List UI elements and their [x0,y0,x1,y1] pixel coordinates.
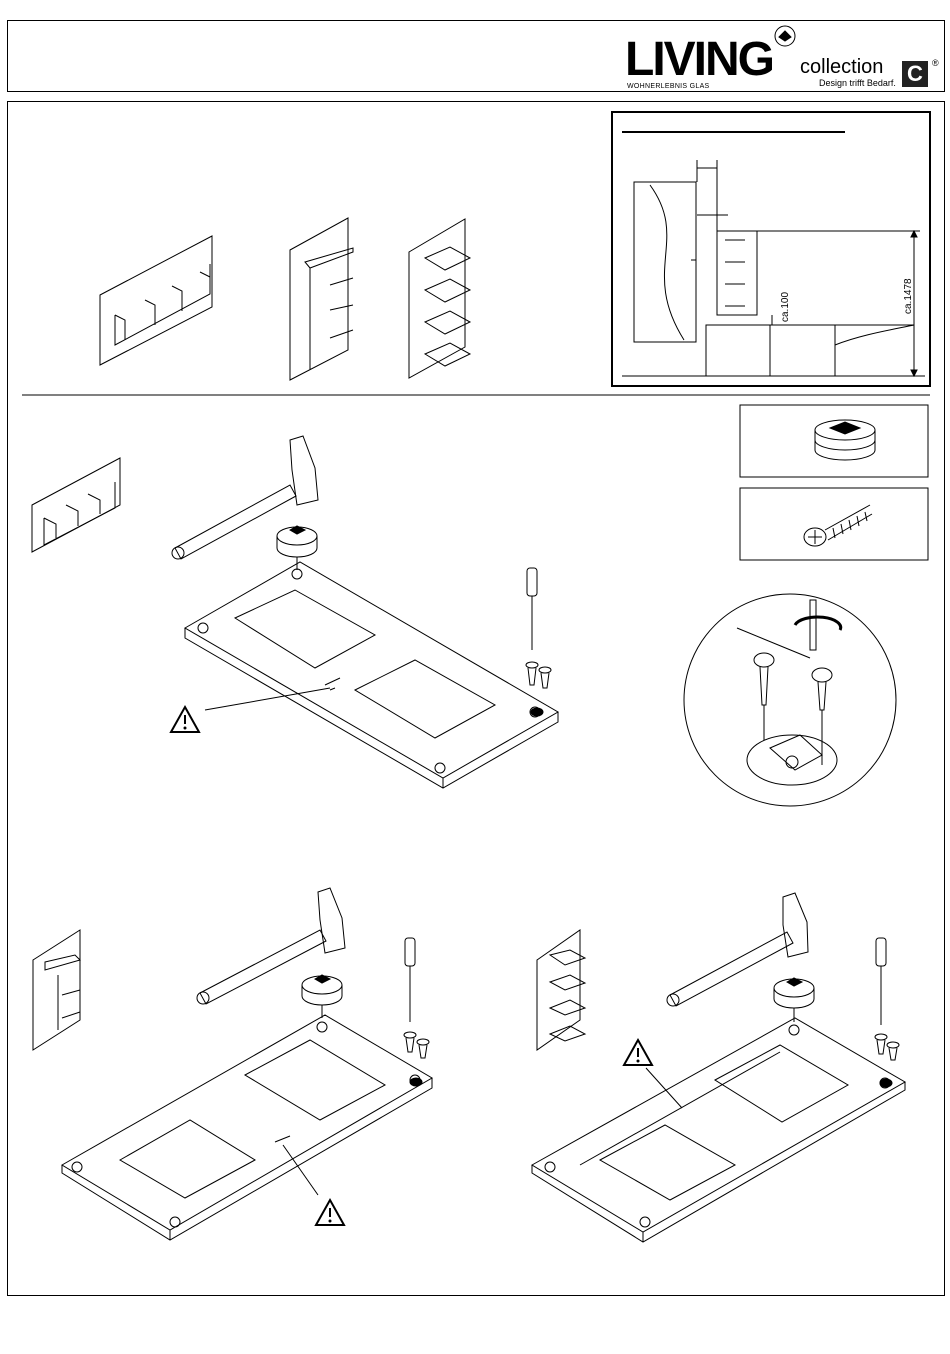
shelf-variant-horizontal [100,236,212,365]
step3-hammer [667,893,808,1006]
dimension-panel [612,112,930,386]
step3-cam [774,978,814,1022]
step1-thumbnail [32,458,120,552]
part-box-screw [740,488,928,560]
warning-icon [171,688,330,732]
rotate-arrow-icon [795,617,841,630]
step3-panel [532,1018,905,1242]
step2-hammer [197,888,345,1004]
step2-panel [62,1015,432,1240]
step3-thumbnail [537,930,585,1050]
step1-screwdriver [527,568,537,650]
part-box-cam [740,405,928,477]
step3-screwdriver [875,938,899,1087]
step2-cam [302,975,342,1018]
shelf-variant-vertical-a [290,218,353,380]
step1-panel [185,562,558,788]
distance-label: ca.100 [780,292,791,322]
step1-hammer [172,436,318,559]
step2-thumbnail [33,930,80,1050]
detail-circle [684,594,896,806]
shelf-variant-vertical-b [409,219,470,378]
height-label: ca.1478 [903,278,914,314]
logo-emblem-icon [775,26,795,46]
step1-screws [526,662,551,716]
